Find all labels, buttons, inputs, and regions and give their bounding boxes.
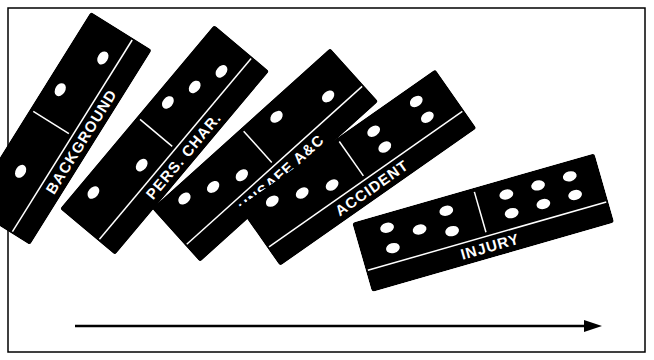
domino-divider	[140, 119, 172, 146]
direction-arrow-shaft	[75, 325, 588, 328]
domino-pip	[376, 139, 393, 155]
domino-pip	[323, 177, 340, 193]
domino-pip	[85, 184, 102, 201]
domino-divider	[339, 141, 363, 175]
domino-pip	[379, 221, 395, 234]
domino-pip	[95, 49, 111, 66]
domino-pip	[294, 185, 311, 201]
domino-pip	[233, 167, 250, 184]
domino-pip	[264, 193, 281, 209]
domino-divider	[474, 192, 486, 232]
domino-pip	[268, 108, 285, 125]
domino-divider	[244, 131, 272, 162]
domino-pip	[160, 94, 177, 111]
domino-pip	[567, 188, 583, 201]
domino-pip	[186, 78, 203, 95]
domino-pip	[411, 223, 427, 236]
domino-divider	[33, 111, 69, 133]
domino-pip	[535, 197, 551, 210]
domino-pip	[530, 179, 546, 192]
domino-body	[352, 153, 614, 292]
domino-pip	[13, 163, 29, 180]
domino-pip	[385, 241, 401, 254]
frame-border	[8, 8, 645, 352]
domino-pip	[498, 188, 514, 201]
domino-pip	[408, 93, 425, 109]
domino-pip	[176, 190, 193, 207]
domino-pip	[133, 157, 150, 174]
domino-pip	[419, 109, 436, 125]
domino-pip	[562, 170, 578, 183]
domino-pip	[205, 179, 222, 196]
domino-pip	[52, 81, 68, 98]
domino-pip	[504, 206, 520, 219]
direction-arrow-head	[584, 320, 602, 332]
domino-pip	[444, 224, 460, 237]
domino-pip	[365, 123, 382, 139]
domino-pip	[438, 204, 454, 217]
domino-pip	[320, 88, 337, 105]
domino-pip	[213, 63, 230, 80]
